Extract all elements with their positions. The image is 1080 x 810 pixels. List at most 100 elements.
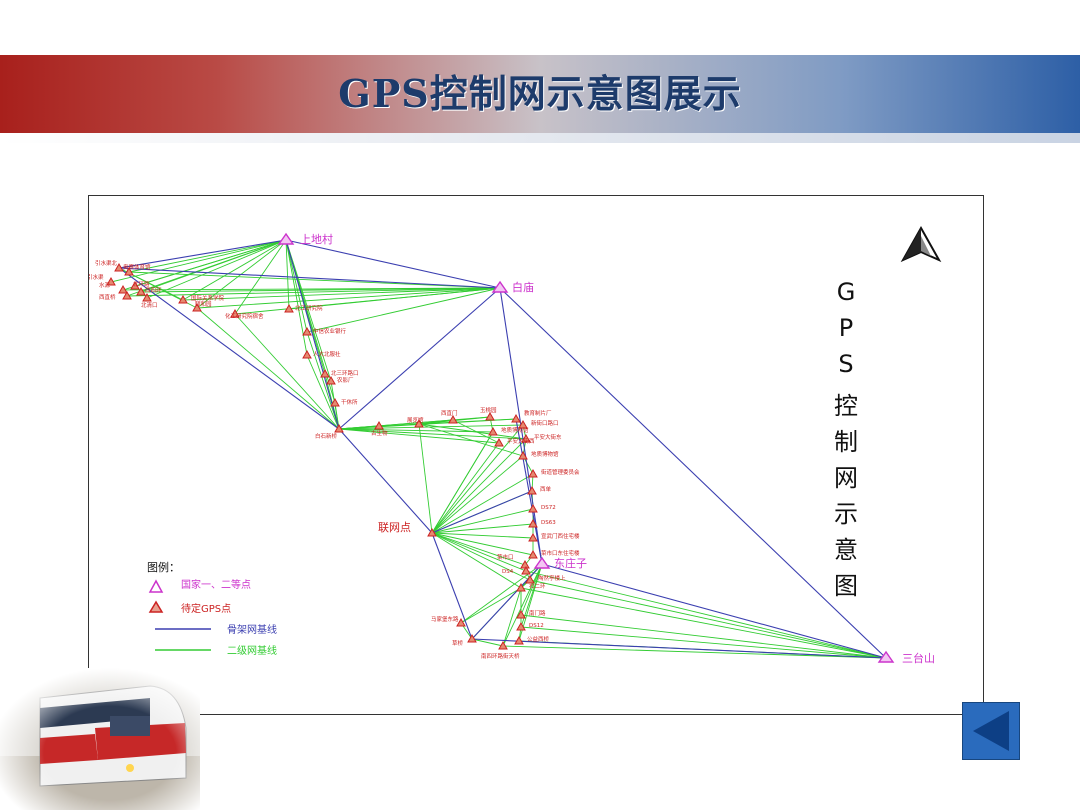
vertical-title-char: P bbox=[826, 314, 866, 342]
point-label: 宣武门西住宅楼 bbox=[541, 532, 580, 540]
secondary-baseline bbox=[432, 533, 533, 555]
pending-point: DS12 bbox=[517, 623, 544, 630]
legend-title: 图例： bbox=[147, 560, 180, 574]
point-label: 水源 bbox=[99, 281, 111, 289]
vertical-title-char: S bbox=[826, 350, 866, 378]
vertical-title-char: 制 bbox=[826, 422, 866, 457]
primary-baseline bbox=[286, 240, 500, 288]
point-label: 西直桥 bbox=[99, 293, 116, 301]
point-label: 上地村 bbox=[300, 232, 333, 246]
point-label: 东庄子 bbox=[554, 556, 587, 570]
secondary-baseline bbox=[135, 240, 286, 286]
point-label: 白庙 bbox=[512, 280, 534, 294]
pending-point: 南四环路街天桥 bbox=[481, 642, 520, 660]
primary-point: 三台山 bbox=[879, 651, 935, 665]
pending-point: DS63 bbox=[529, 520, 556, 527]
point-label: 西单 bbox=[540, 485, 552, 493]
point-label: DS4 bbox=[502, 569, 514, 575]
primary-point: 上地村 bbox=[279, 232, 333, 246]
point-label: 颐和园 bbox=[195, 300, 212, 308]
pending-point: DS4 bbox=[502, 567, 530, 575]
gps-network-map: 上地村白庙东庄子三台山联网点引水渠北奥赛体育馆引水渠水源北环路西直桥北清口西四环… bbox=[88, 195, 984, 715]
point-label: 平安大街西 bbox=[507, 437, 535, 445]
pending-point: 北工研究院 bbox=[285, 304, 323, 312]
point-label: 北三环路口 bbox=[331, 369, 359, 377]
secondary-baseline bbox=[197, 308, 339, 429]
point-label: 引水渠 bbox=[89, 273, 104, 281]
pending-point: 北三环路口 bbox=[321, 369, 359, 377]
point-label: 白石新桥 bbox=[315, 432, 338, 440]
point-label: 农影厂 bbox=[337, 376, 354, 384]
secondary-baseline bbox=[432, 533, 526, 571]
point-label: 中信农业银行 bbox=[313, 327, 347, 335]
point-label: 干休所 bbox=[341, 398, 358, 406]
secondary-baseline bbox=[432, 432, 493, 533]
slide-title: GPS控制网示意图展示 bbox=[0, 55, 1080, 133]
pending-point: 西单 bbox=[528, 485, 552, 494]
point-label: 新街口路口 bbox=[531, 419, 559, 427]
secondary-baseline bbox=[286, 240, 307, 332]
point-label: DS63 bbox=[541, 520, 556, 526]
pending-point: 颐和园 bbox=[193, 300, 212, 311]
point-label: DS72 bbox=[541, 505, 556, 511]
point-label: 菜市口 bbox=[497, 553, 514, 561]
point-label: 联网点 bbox=[378, 521, 411, 534]
point-label: 北工研究院 bbox=[295, 304, 323, 312]
triangle-left-icon bbox=[963, 703, 1019, 759]
pending-point: 西四环 bbox=[137, 287, 162, 295]
secondary-baseline bbox=[307, 332, 339, 429]
primary-point: 东庄子 bbox=[535, 556, 587, 570]
point-label: 菜市口东住宅楼 bbox=[541, 549, 580, 557]
point-label: 人大北服社 bbox=[313, 350, 341, 358]
point-label: 展览馆 bbox=[407, 416, 424, 424]
point-label: 公益西桥 bbox=[527, 635, 550, 643]
primary-triangle-icon bbox=[535, 558, 549, 568]
primary-baseline bbox=[339, 288, 500, 429]
legend: 图例： 国家一、二等点 待定GPS点 骨架网基线 二级网基线 bbox=[147, 560, 277, 657]
title-banner-underline bbox=[0, 133, 1080, 143]
secondary-baselines bbox=[111, 240, 886, 658]
pending-point: DS72 bbox=[529, 505, 556, 512]
pending-point: 街道管理委员会 bbox=[529, 468, 580, 477]
network-points: 上地村白庙东庄子三台山联网点引水渠北奥赛体育馆引水渠水源北环路西直桥北清口西四环… bbox=[89, 232, 935, 665]
vertical-title-char: G bbox=[826, 278, 866, 306]
point-label: 平安大街东 bbox=[534, 433, 562, 441]
pending-triangle-icon bbox=[529, 505, 537, 512]
point-label: 南门路 bbox=[529, 609, 546, 617]
primary-point: 白庙 bbox=[493, 280, 534, 294]
legend-pending-label: 待定GPS点 bbox=[181, 602, 231, 615]
legend-primary-triangle-icon bbox=[150, 581, 162, 592]
legend-primary-line-label: 骨架网基线 bbox=[227, 623, 277, 636]
pending-triangle-icon bbox=[529, 470, 537, 477]
secondary-baseline bbox=[141, 240, 286, 292]
point-label: 南四环路街天桥 bbox=[481, 652, 520, 660]
legend-secondary-line-label: 二级网基线 bbox=[227, 644, 277, 657]
pending-triangle-icon bbox=[512, 415, 520, 422]
point-label: 教育制片厂 bbox=[524, 409, 552, 417]
primary-triangle-icon bbox=[279, 234, 293, 244]
pending-triangle-icon bbox=[486, 413, 494, 420]
secondary-baseline bbox=[419, 424, 432, 533]
point-label: 街道管理委员会 bbox=[541, 468, 580, 476]
pending-point: 人大北服社 bbox=[303, 350, 341, 358]
pending-triangle-icon bbox=[303, 351, 311, 358]
secondary-baseline bbox=[432, 524, 533, 533]
pending-point: 北清口 bbox=[141, 294, 158, 309]
vertical-title-char: 网 bbox=[826, 458, 866, 493]
point-label: 引水渠北 bbox=[95, 259, 118, 267]
point-label: 奥赛体育馆 bbox=[123, 263, 151, 271]
pending-point: 平安大街西 bbox=[495, 437, 535, 446]
pending-point: 草桥 bbox=[452, 635, 476, 647]
pending-point: 白石新桥 bbox=[315, 425, 343, 440]
primary-baseline bbox=[119, 268, 500, 288]
pending-point: 地质博物馆 bbox=[489, 426, 529, 435]
pending-point: 干休所 bbox=[331, 398, 358, 406]
secondary-baseline bbox=[432, 456, 523, 533]
back-button[interactable] bbox=[962, 702, 1020, 760]
pending-point: 农影厂 bbox=[327, 376, 354, 384]
pending-point: 西直桥 bbox=[99, 292, 131, 301]
point-label: 国际关系学院 bbox=[191, 294, 225, 302]
legend-pending-triangle-icon bbox=[150, 602, 162, 612]
vertical-title-char: 意 bbox=[826, 530, 866, 565]
subway-train-image bbox=[0, 668, 200, 810]
